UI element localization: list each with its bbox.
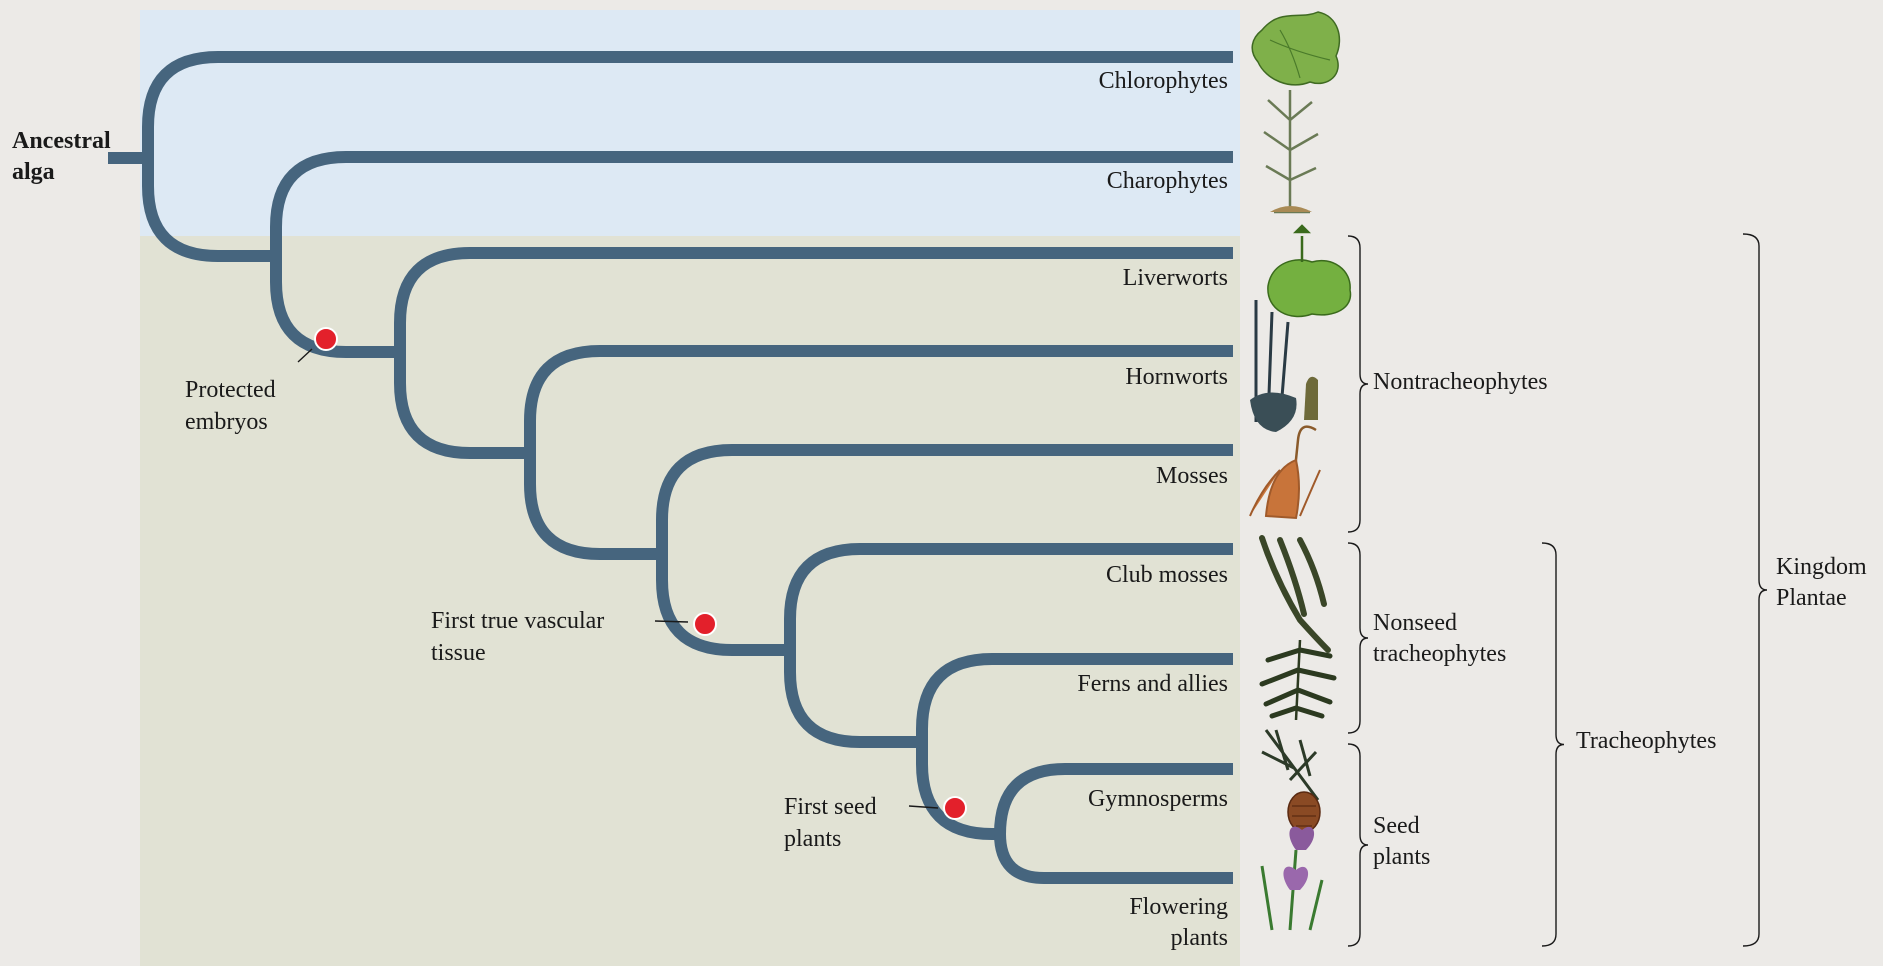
taxon-label-club-mosses: Club mosses [1106, 562, 1228, 588]
innovation-marker-protected-embryos [315, 328, 337, 350]
taxon-label-ferns-and-allies: Ferns and allies [1077, 671, 1228, 697]
innovation-marker-first-true-vascular-tissue [694, 613, 716, 635]
taxon-label-hornworts: Hornworts [1125, 364, 1228, 390]
group-label-tracheophytes: Tracheophytes [1576, 728, 1716, 754]
taxon-label-liverworts: Liverworts [1123, 265, 1228, 291]
taxon-label-mosses: Mosses [1156, 463, 1228, 489]
taxon-label-chlorophytes: Chlorophytes [1099, 68, 1228, 94]
algae-region-background [140, 10, 1240, 236]
taxon-label-gymnosperms: Gymnosperms [1088, 786, 1228, 812]
innovation-marker-first-seed-plants [944, 797, 966, 819]
taxon-label-charophytes: Charophytes [1107, 168, 1228, 194]
group-label-nontracheophytes: Nontracheophytes [1373, 369, 1548, 395]
innovation-leader-line [655, 621, 688, 622]
